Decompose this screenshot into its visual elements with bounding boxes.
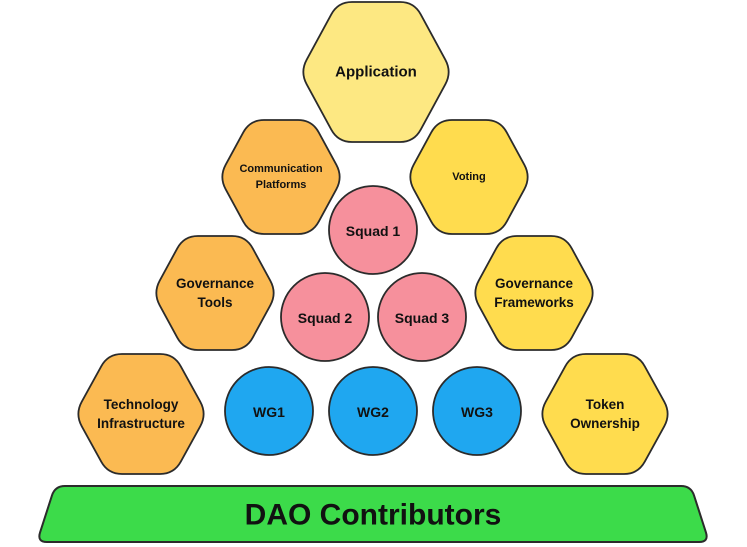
hexagon-label-governance-frameworks-line-1: Governance [495, 276, 574, 291]
hexagon-voting: Voting [409, 119, 529, 235]
circle-shape [224, 366, 314, 456]
circle-wg1: WG1 [224, 366, 314, 456]
hexagon-label-token-ownership-line-1: Token [586, 397, 625, 412]
circle-label-squad-1: Squad 1 [346, 223, 401, 239]
hexagon-label-technology-infrastructure-line-1: Technology [104, 397, 179, 412]
circle-shape [328, 185, 418, 275]
hexagon-label-governance-tools-line-2: Tools [198, 295, 233, 310]
hexagon-label-application: Application [335, 64, 417, 81]
hexagon-shape [409, 119, 529, 235]
circle-shape [377, 272, 467, 362]
circle-label-squad-3: Squad 3 [395, 310, 450, 326]
hexagon-shape [221, 119, 341, 235]
circle-label-wg2: WG2 [357, 404, 389, 420]
hexagon-label-token-ownership-line-2: Ownership [570, 416, 640, 431]
hexagon-label-communication-platforms-line-2: Platforms [256, 179, 307, 191]
circle-label-wg3: WG3 [461, 404, 493, 420]
dao-contributors-label: DAO Contributors [245, 499, 502, 532]
hexagon-label-governance-tools-line-1: Governance [176, 276, 255, 291]
hexagon-label-governance-frameworks-line-2: Frameworks [494, 295, 574, 310]
circle-label-squad-2: Squad 2 [298, 310, 353, 326]
hexagon-shape [302, 1, 450, 143]
hexagon-label-voting: Voting [452, 171, 485, 183]
hexagon-label-technology-infrastructure-line-2: Infrastructure [97, 416, 185, 431]
circle-label-wg1: WG1 [253, 404, 285, 420]
circle-shape [328, 366, 418, 456]
dao-contributors-base: DAO Contributors [38, 485, 708, 543]
hexagon-application: Application [302, 1, 450, 143]
circle-shape [432, 366, 522, 456]
hexagon-shape [155, 235, 275, 351]
circle-squad-3: Squad 3 [377, 272, 467, 362]
hexagon-shape [474, 235, 594, 351]
circle-shape [280, 272, 370, 362]
hexagon-label-communication-platforms-line-1: Communication [239, 163, 322, 175]
trapezoid-shape [38, 485, 708, 543]
hexagon-shape [541, 353, 669, 475]
circle-squad-2: Squad 2 [280, 272, 370, 362]
circle-squad-1: Squad 1 [328, 185, 418, 275]
hexagon-shape [77, 353, 205, 475]
circle-wg3: WG3 [432, 366, 522, 456]
circle-wg2: WG2 [328, 366, 418, 456]
